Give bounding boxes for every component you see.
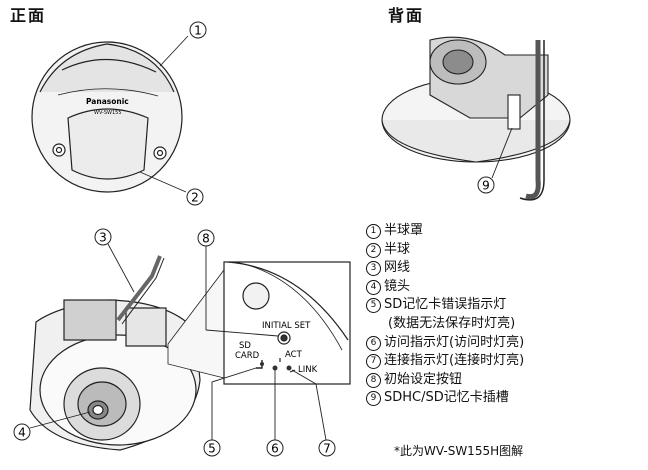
callout-5-circle [203,439,221,457]
part-label: SD记忆卡错误指示灯 [384,297,507,313]
part-label: 连接指示灯(连接时灯亮) [384,353,525,369]
footnote: *此为WV-SW155H图解 [394,444,524,458]
callout-5-leader [211,367,257,440]
brand-label: Panasonic [86,97,129,106]
callout-4-leader [29,411,91,429]
callout-3-circle [94,228,112,246]
rear-camera-drawing [29,255,201,451]
callout-8-leader-branch [205,329,279,337]
callout-8-circle [197,229,215,247]
front-camera-drawing [31,41,183,193]
callout-1-number: 1 [194,24,202,38]
part-label: 网线 [384,260,411,276]
part-number-badge: 6 [366,335,381,351]
callout-9-number: 9 [482,179,490,193]
callout-4-circle [13,423,31,441]
callout-9-leader [491,127,513,179]
callout-3-number: 3 [99,231,107,245]
front-view-heading: 正面 [10,6,47,25]
callout-7-leader [291,369,327,441]
parts-list-note: (数据无法保存时灯亮) [388,315,516,331]
part-number-badge: 7 [366,354,381,370]
magnified-panel [167,261,351,385]
part-number-badge: 5 [366,298,381,314]
part-number-badge: 3 [366,261,381,277]
callout-8-number: 8 [202,232,210,246]
part-label: 半球 [384,241,411,257]
sd-card-label-line1: SD [239,341,251,351]
act-label: ACT [285,350,303,360]
callout-7-circle [318,439,336,457]
callout-5-number: 5 [208,442,216,456]
callout-9-circle [477,176,495,194]
callout-4-number: 4 [18,426,26,440]
back-camera-drawing [381,36,571,201]
part-label: 访问指示灯(访问时灯亮) [384,334,525,350]
callout-1-leader [159,35,189,67]
link-label: LINK [298,365,318,375]
part-number-badge: 9 [366,391,381,407]
sd-card-label-line2: CARD [235,351,260,361]
callout-3-leader [107,243,135,293]
model-label: WV-SW155 [94,110,122,116]
callout-6-circle [266,439,284,457]
part-label: 镜头 [384,278,411,294]
part-label: 初始设定按钮 [384,371,463,387]
part-number-badge: 4 [366,279,381,295]
part-label: SDHC/SD记忆卡插槽 [384,390,509,406]
callout-1-circle [189,21,207,39]
callout-2-circle [186,188,204,206]
callout-6-number: 6 [271,442,279,456]
callout-2-number: 2 [191,191,199,205]
callout-2-leader [139,171,187,193]
part-label: 半球罩 [384,223,424,238]
initial-set-label: INITIAL SET [262,321,311,331]
part-number-badge: 1 [366,224,381,239]
part-number-badge: 2 [366,242,381,258]
part-number-badge: 8 [366,372,381,388]
back-view-heading: 背面 [388,6,425,25]
callout-7-number: 7 [323,442,331,456]
